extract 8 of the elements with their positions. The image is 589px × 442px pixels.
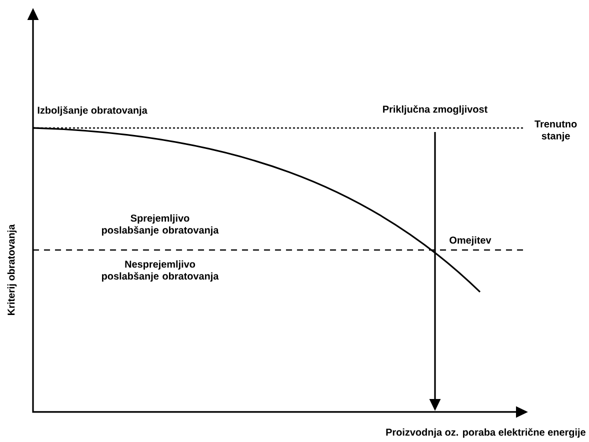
state-label: Trenutno stanje <box>534 120 577 142</box>
axis-label: Proizvodnja oz. poraba električne energije <box>386 428 586 438</box>
point-label: Omejitev <box>450 236 492 246</box>
region-label: Sprejemljivo poslabšanje obratovanja <box>102 214 219 236</box>
region-label: Nesprejemljivo poslabšanje obratovanja <box>102 260 219 282</box>
limit-label: Priključna zmogljivost <box>383 105 488 115</box>
axis-label: Kriterij obratovanja <box>7 224 17 315</box>
region-label: Izboljšanje obratovanja <box>38 106 148 116</box>
